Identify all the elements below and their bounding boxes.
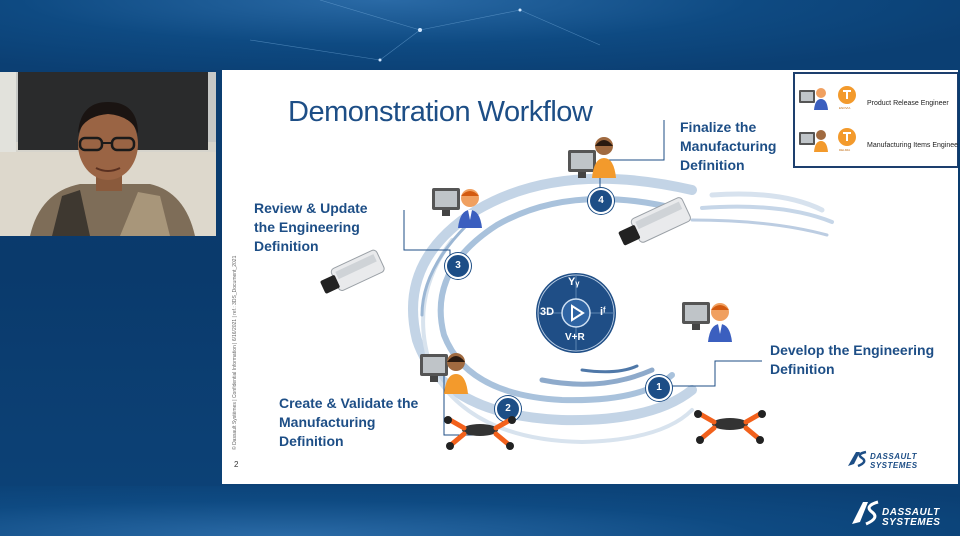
workflow-arcs <box>408 173 834 445</box>
presentation-slide: Demonstration Workflow © Dassault Systèm… <box>222 70 958 484</box>
step-1-badge: 1 <box>646 375 672 401</box>
legend-row-manufacturing: DELMIA Manufacturing Items Engineer <box>799 126 958 162</box>
presenter-webcam <box>0 72 216 236</box>
slide-page-number: 2 <box>234 460 239 469</box>
legend-badge-text: ENOVIA <box>839 106 851 110</box>
network-lines-decoration <box>249 0 601 62</box>
step-4-badge: 4 <box>588 188 614 214</box>
background-top-banner <box>0 0 960 70</box>
manufacturing-items-engineer-icon <box>799 128 856 152</box>
compass-logo <box>536 273 616 353</box>
compass-label-left: 3D <box>540 306 555 318</box>
footer-logo-line1: DASSAULT <box>882 507 940 518</box>
product-release-engineer-icon <box>799 86 856 110</box>
workflow-diagram <box>403 120 834 445</box>
slide-title: Demonstration Workflow <box>288 96 593 128</box>
role-legend: ENOVIA Product Release Engineer DELMIA M… <box>793 72 958 168</box>
legend-role-label: Product Release Engineer <box>867 100 949 107</box>
legend-role-label: Manufacturing Items Engineer <box>867 142 958 149</box>
legend-row-product-release: ENOVIA Product Release Engineer <box>799 84 953 120</box>
logo-line2: SYSTEMES <box>870 461 918 470</box>
ds-logo-mark-icon <box>852 500 879 526</box>
compass-label-right: iᶠ <box>600 306 606 318</box>
footer-logo-line2: SYSTEMES <box>882 517 941 528</box>
step-3-badge: 3 <box>445 253 471 279</box>
ds-logo-mark-icon <box>848 450 867 468</box>
background-bottom-banner <box>0 486 960 536</box>
step-2-badge: 2 <box>495 396 521 422</box>
compass-label-bottom: V+R <box>565 332 585 343</box>
logo-line1: DASSAULT <box>870 452 917 461</box>
compass-label-top: Yᵧ <box>568 276 580 288</box>
legend-badge-text: DELMIA <box>839 148 851 152</box>
